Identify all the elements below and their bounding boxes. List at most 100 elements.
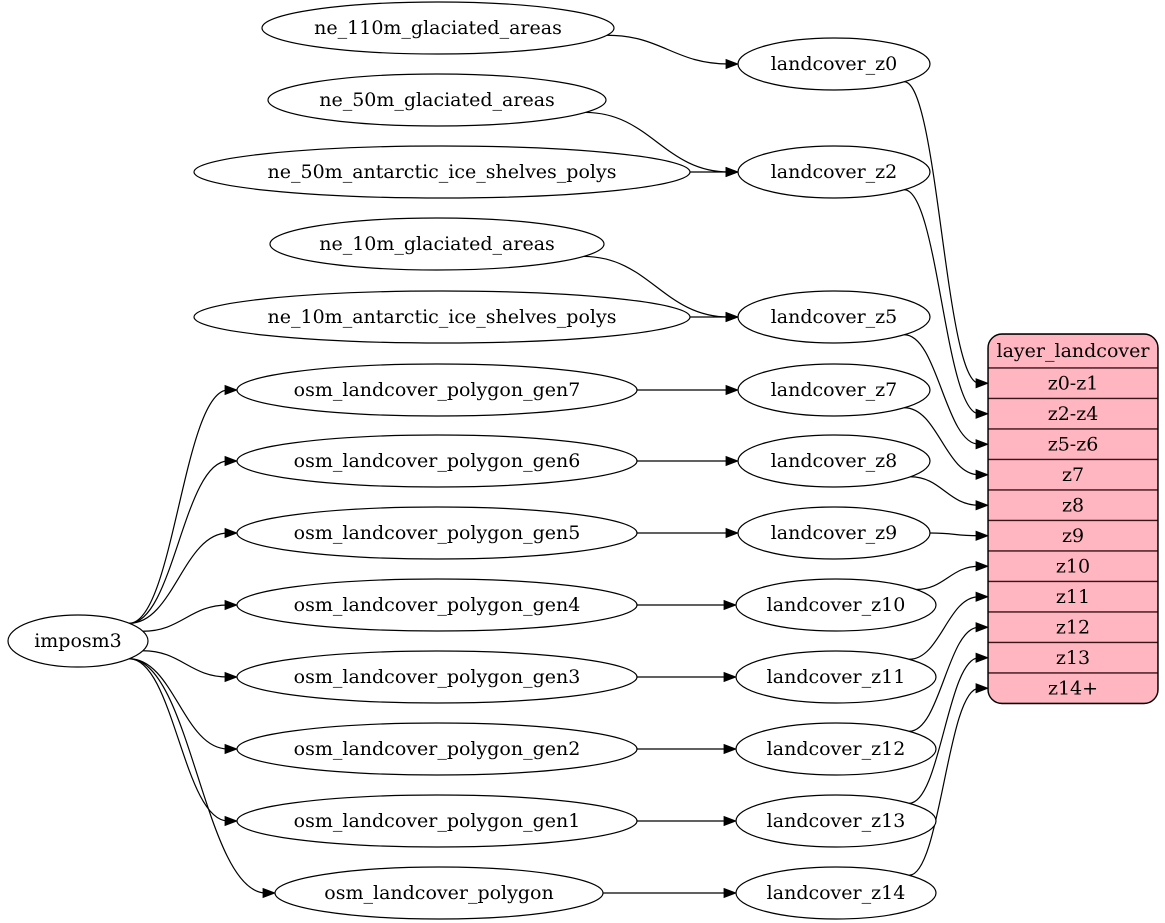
node-osm_landcover_polygon_gen1[interactable]: osm_landcover_polygon_gen1 xyxy=(236,794,638,848)
node-landcover_z9[interactable]: landcover_z9 xyxy=(737,506,931,560)
edge-landcover_z8-to-layer-landcover-z8 xyxy=(910,476,980,506)
node-landcover_z10[interactable]: landcover_z10 xyxy=(735,578,937,632)
layer-table-row-z9[interactable] xyxy=(988,519,1158,552)
node-osm_landcover_polygon_gen6[interactable]: osm_landcover_polygon_gen6 xyxy=(236,434,638,488)
node-label: osm_landcover_polygon_gen4 xyxy=(294,594,581,616)
node-landcover_z14[interactable]: landcover_z14 xyxy=(735,866,937,920)
layer-table-row-z2-z4[interactable] xyxy=(988,397,1158,430)
layer-table-row-label: z2-z4 xyxy=(1048,403,1099,425)
layer-table-row-z14-[interactable] xyxy=(988,672,1158,704)
node-osm_landcover_polygon_gen4[interactable]: osm_landcover_polygon_gen4 xyxy=(236,578,638,632)
edge-arrowhead xyxy=(975,591,990,602)
edge-imposm3-to-osm-landcover-polygon-gen1 xyxy=(129,658,229,822)
node-ellipse xyxy=(735,578,937,632)
layer-table-row-label: z0-z1 xyxy=(1048,372,1099,394)
node-label: osm_landcover_polygon_gen6 xyxy=(294,450,581,472)
node-label: osm_landcover_polygon_gen3 xyxy=(294,666,581,688)
layer-table-row-label: z5-z6 xyxy=(1048,433,1099,455)
node-ellipse xyxy=(735,650,937,704)
node-landcover_z2[interactable]: landcover_z2 xyxy=(737,145,931,199)
node-landcover_z7[interactable]: landcover_z7 xyxy=(737,363,931,417)
node-ellipse xyxy=(274,866,604,920)
edge-arrowhead xyxy=(224,671,239,683)
node-ne_10m_antarctic_ice_shelves_polys[interactable]: ne_10m_antarctic_ice_shelves_polys xyxy=(193,290,691,344)
node-label: landcover_z7 xyxy=(771,379,898,401)
edge-imposm3-to-osm-landcover-polygon-gen5 xyxy=(129,532,229,624)
node-ne_10m_glaciated_areas[interactable]: ne_10m_glaciated_areas xyxy=(269,217,605,271)
node-label: landcover_z8 xyxy=(771,450,898,472)
edge-imposm3-to-osm-landcover-polygon-gen6 xyxy=(129,460,229,624)
edge-arrowhead xyxy=(975,469,990,480)
node-landcover_z11[interactable]: landcover_z11 xyxy=(735,650,937,704)
edge-arrowhead xyxy=(975,408,990,419)
node-ne_50m_antarctic_ice_shelves_polys[interactable]: ne_50m_antarctic_ice_shelves_polys xyxy=(193,145,691,199)
edge-arrowhead xyxy=(723,815,738,827)
layer-table-row-label: z12 xyxy=(1056,616,1090,638)
edge-arrowhead xyxy=(975,652,990,663)
edge-arrowhead xyxy=(224,743,239,755)
node-ne_110m_glaciated_areas[interactable]: ne_110m_glaciated_areas xyxy=(261,1,615,55)
node-ellipse xyxy=(737,145,931,199)
node-label: landcover_z14 xyxy=(767,882,906,904)
edge-arrowhead xyxy=(725,58,740,70)
edge-arrowhead xyxy=(224,455,239,467)
node-label: osm_landcover_polygon_gen2 xyxy=(294,738,581,760)
node-ellipse xyxy=(735,794,937,848)
node-osm_landcover_polygon_gen7[interactable]: osm_landcover_polygon_gen7 xyxy=(236,363,638,417)
edge-imposm3-to-osm-landcover-polygon-gen4 xyxy=(142,604,229,632)
edge-imposm3-to-osm-landcover-polygon-gen2 xyxy=(129,658,229,750)
node-ne_50m_glaciated_areas[interactable]: ne_50m_glaciated_areas xyxy=(267,73,607,127)
node-layer: imposm3 ne_110m_glaciated_areas ne_50m_gla… xyxy=(7,1,937,920)
edge-arrowhead xyxy=(975,439,990,450)
node-ellipse xyxy=(236,578,638,632)
node-landcover_z0[interactable]: landcover_z0 xyxy=(737,37,931,91)
node-label: ne_110m_glaciated_areas xyxy=(314,17,562,39)
node-label: landcover_z12 xyxy=(767,738,906,760)
node-label: landcover_z13 xyxy=(767,810,906,832)
node-osm_landcover_polygon[interactable]: osm_landcover_polygon xyxy=(274,866,604,920)
node-osm_landcover_polygon_gen5[interactable]: osm_landcover_polygon_gen5 xyxy=(236,506,638,560)
node-label: ne_10m_glaciated_areas xyxy=(319,233,555,255)
edge-ne_10m_glaciated_areas-to-landcover-z5 xyxy=(583,255,730,318)
node-ellipse xyxy=(236,434,638,488)
layer-table-row-z7[interactable] xyxy=(988,458,1158,491)
edge-arrowhead xyxy=(975,500,990,511)
edge-arrowhead xyxy=(224,599,239,611)
layer-table-row-z5-z6[interactable] xyxy=(988,428,1158,461)
node-label: ne_50m_antarctic_ice_shelves_polys xyxy=(268,161,617,183)
node-landcover_z13[interactable]: landcover_z13 xyxy=(735,794,937,848)
node-label: imposm3 xyxy=(34,630,122,652)
edge-arrowhead xyxy=(224,527,239,539)
node-landcover_z12[interactable]: landcover_z12 xyxy=(735,722,937,776)
edge-landcover_z10-to-layer-landcover-z10 xyxy=(916,565,980,591)
edge-layer xyxy=(129,34,990,899)
layer-table-row-z12[interactable] xyxy=(988,611,1158,644)
layer-table-row-label: z13 xyxy=(1056,647,1090,669)
layer-table-row-z13[interactable] xyxy=(988,641,1158,674)
node-ellipse xyxy=(236,363,638,417)
layer-table-row-z10[interactable] xyxy=(988,550,1158,583)
node-ellipse xyxy=(267,73,607,127)
node-ellipse xyxy=(737,506,931,560)
node-label: landcover_z10 xyxy=(767,594,906,616)
node-osm_landcover_polygon_gen2[interactable]: osm_landcover_polygon_gen2 xyxy=(236,722,638,776)
node-label: ne_50m_glaciated_areas xyxy=(319,89,555,111)
edge-arrowhead xyxy=(725,384,740,396)
edge-imposm3-to-osm-landcover-polygon-gen7 xyxy=(129,389,229,624)
edge-landcover_z14-to-layer-landcover-z14- xyxy=(909,687,980,876)
node-ellipse xyxy=(236,794,638,848)
node-imposm3[interactable]: imposm3 xyxy=(7,614,149,668)
edge-arrowhead xyxy=(975,683,990,694)
node-landcover_z8[interactable]: landcover_z8 xyxy=(737,434,931,488)
node-landcover_z5[interactable]: landcover_z5 xyxy=(737,290,931,344)
edge-imposm3-to-osm-landcover-polygon-gen3 xyxy=(142,650,229,678)
node-ellipse xyxy=(269,217,605,271)
node-ellipse xyxy=(261,1,615,55)
node-label: osm_landcover_polygon_gen5 xyxy=(294,522,581,544)
node-label: osm_landcover_polygon xyxy=(324,882,553,904)
edge-landcover_z12-to-layer-landcover-z12 xyxy=(909,626,980,732)
node-ellipse xyxy=(737,290,931,344)
node-osm_landcover_polygon_gen3[interactable]: osm_landcover_polygon_gen3 xyxy=(236,650,638,704)
node-label: landcover_z5 xyxy=(771,306,898,328)
